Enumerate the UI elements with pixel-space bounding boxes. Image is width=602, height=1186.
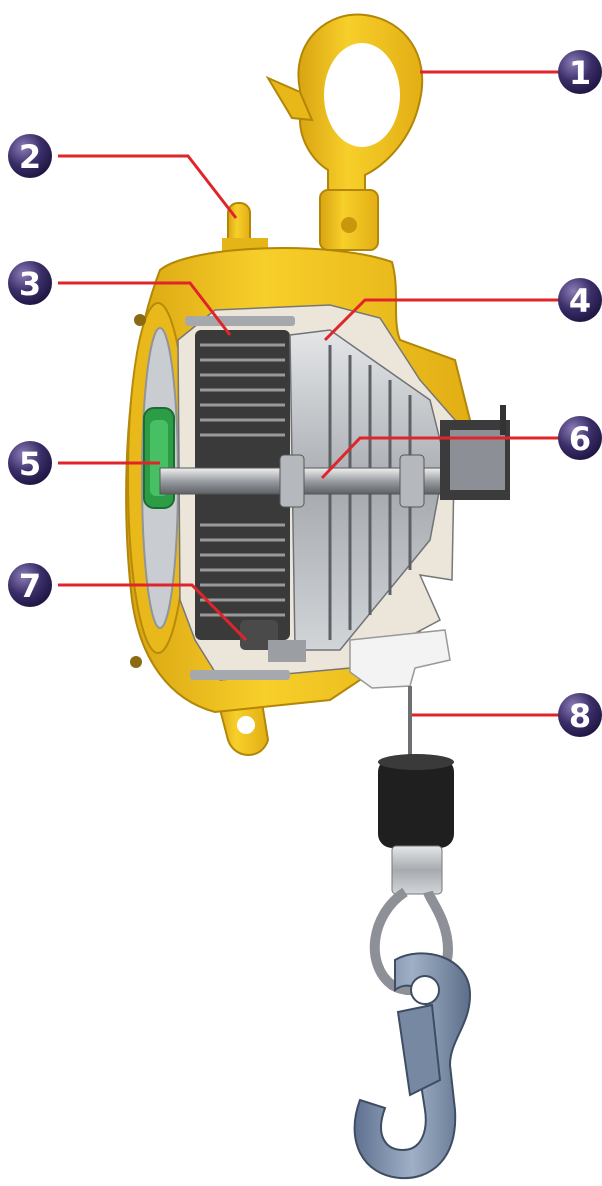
callout-4: 4: [558, 278, 602, 322]
callout-badges: 1 2 3 4 5 6 7: [8, 50, 602, 737]
leader-line-6: [320, 436, 560, 480]
top-hook: [265, 13, 424, 251]
leader-lines: [58, 70, 560, 717]
callout-2-number: 2: [19, 138, 41, 176]
callout-6: 6: [558, 416, 602, 460]
callout-1: 1: [558, 50, 602, 94]
rubber-stopper: [378, 754, 454, 895]
cutaway-interior: [159, 304, 510, 681]
leader-line-7: [58, 583, 248, 642]
callout-6-number: 6: [569, 420, 591, 458]
callout-1-number: 1: [569, 54, 591, 92]
callout-8-number: 8: [569, 697, 591, 735]
callout-2: 2: [8, 134, 52, 178]
callout-8: 8: [558, 693, 602, 737]
leader-line-3: [58, 281, 232, 336]
callout-3: 3: [8, 261, 52, 305]
callout-4-number: 4: [569, 282, 591, 320]
callout-7-number: 7: [19, 567, 41, 605]
callout-5: 5: [8, 441, 52, 485]
callout-7: 7: [8, 563, 52, 607]
leader-line-4: [323, 298, 560, 342]
callout-3-number: 3: [19, 265, 41, 303]
mainspring: [200, 343, 285, 617]
callout-5-number: 5: [19, 445, 41, 483]
cable-guide: [349, 629, 451, 689]
leader-line-2: [58, 154, 238, 219]
bottom-hook: [353, 952, 472, 1180]
